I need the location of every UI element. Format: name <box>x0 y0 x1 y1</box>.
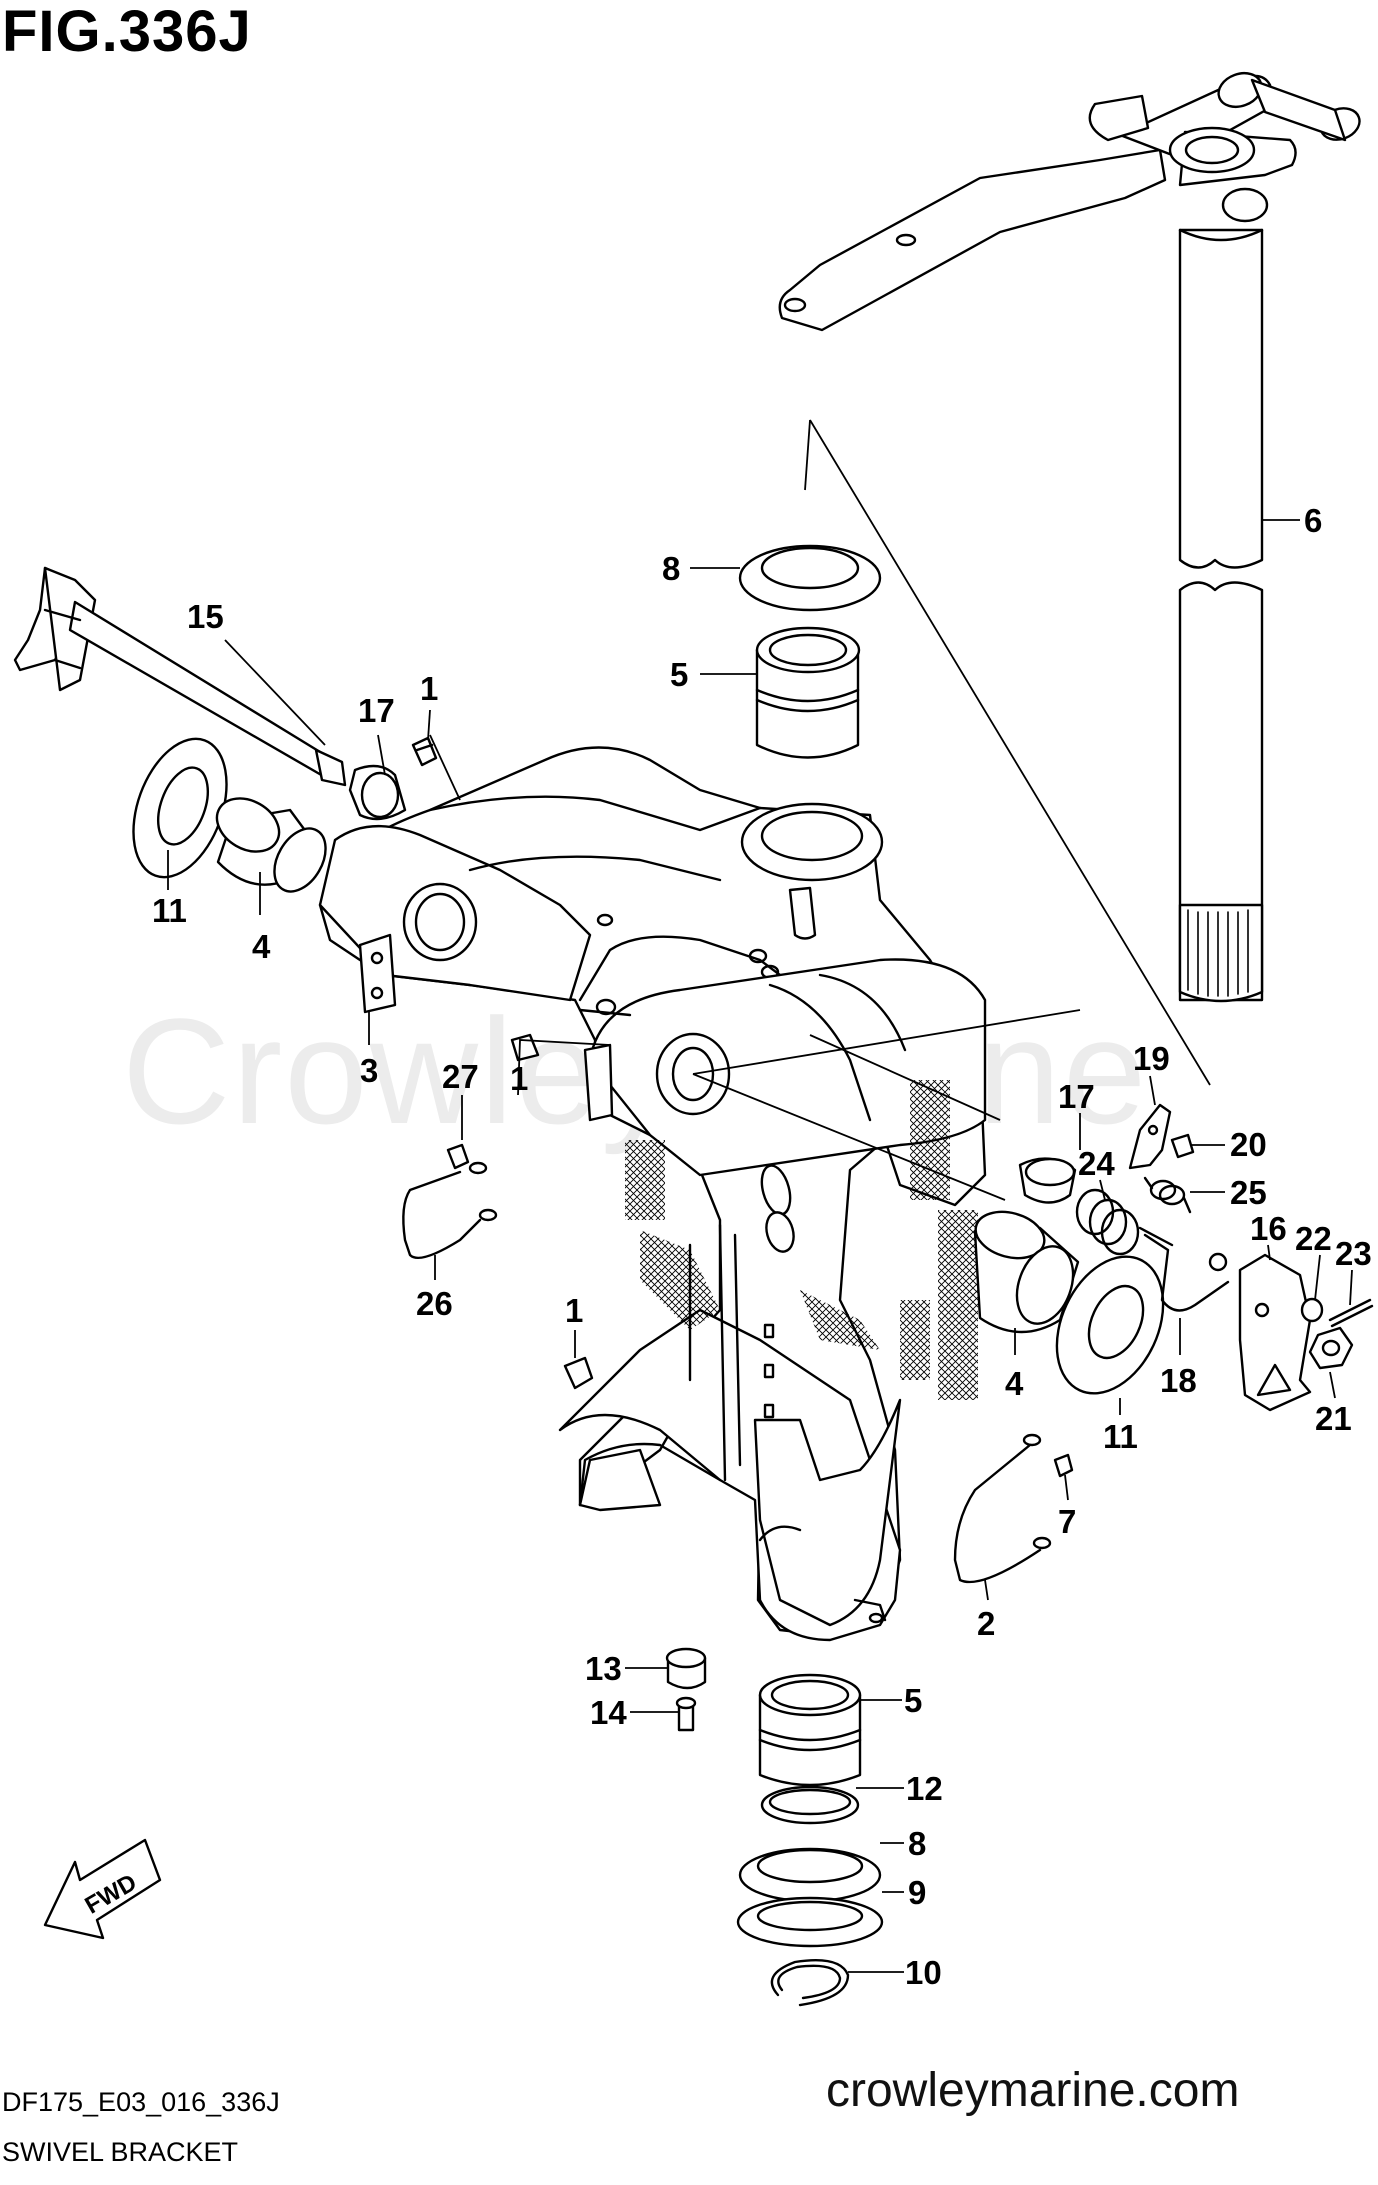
ground-lead-26 <box>402 1161 498 1260</box>
grease-nipple <box>510 1033 540 1062</box>
callout-1: 1 <box>565 1292 583 1329</box>
callout-18: 18 <box>1160 1362 1197 1399</box>
callout-26: 26 <box>416 1285 453 1322</box>
plate-19 <box>1128 1103 1172 1170</box>
washer-9 <box>736 1896 884 1948</box>
thrust-washer-bottom <box>738 1847 882 1903</box>
callout-labels: 1 1 1 2 3 4 4 5 5 6 7 8 8 9 10 11 11 12 … <box>152 502 1372 1991</box>
figure-title: FIG.336J <box>2 0 252 64</box>
ground-lead-2 <box>953 1433 1052 1584</box>
nut-21 <box>1308 1326 1354 1370</box>
bushing-left <box>215 797 327 893</box>
spring-24 <box>1075 1188 1140 1256</box>
bushing-top <box>755 626 861 759</box>
hatch-area <box>900 1300 930 1380</box>
screw-27 <box>446 1143 470 1170</box>
callout-20: 20 <box>1230 1126 1267 1163</box>
hatch-area <box>910 1080 950 1200</box>
callout-leaders <box>167 519 1353 1973</box>
bushing-right <box>973 1210 1080 1334</box>
callout-12: 12 <box>906 1770 943 1807</box>
callout-1: 1 <box>510 1060 528 1097</box>
website-label: crowleymarine.com <box>826 2064 1240 2117</box>
callout-19: 19 <box>1133 1040 1170 1077</box>
grease-nipple <box>411 736 438 767</box>
bolt-14 <box>675 1696 697 1732</box>
cotter-pin-23 <box>1328 1298 1374 1328</box>
callout-11: 11 <box>1103 1418 1138 1455</box>
callout-27: 27 <box>442 1058 479 1095</box>
steering-shaft-part <box>778 71 1361 1003</box>
callout-15: 15 <box>187 598 224 635</box>
callout-3: 3 <box>360 1052 378 1089</box>
screw-7 <box>1053 1453 1074 1478</box>
callout-5: 5 <box>670 656 688 693</box>
callout-4: 4 <box>1005 1365 1024 1402</box>
callout-23: 23 <box>1335 1235 1372 1272</box>
callout-8: 8 <box>908 1825 926 1862</box>
washer-left <box>132 737 228 879</box>
grease-nipple <box>563 1356 594 1390</box>
callout-2: 2 <box>977 1605 995 1642</box>
hatch-area <box>938 1210 978 1400</box>
hatch-area <box>625 1140 665 1220</box>
tilt-tube <box>13 566 347 787</box>
callout-4: 4 <box>252 928 271 965</box>
callout-24: 24 <box>1078 1145 1115 1182</box>
callout-25: 25 <box>1230 1174 1267 1211</box>
screw-20 <box>1170 1133 1195 1159</box>
washer-right <box>1055 1255 1165 1395</box>
callout-22: 22 <box>1295 1220 1332 1257</box>
callout-21: 21 <box>1315 1400 1352 1437</box>
plate-16 <box>1238 1253 1312 1412</box>
callout-17: 17 <box>1058 1078 1095 1115</box>
callout-7: 7 <box>1058 1503 1076 1540</box>
bushing-17-left <box>348 764 407 821</box>
callout-9: 9 <box>908 1874 926 1911</box>
callout-11: 11 <box>152 892 187 929</box>
callout-5: 5 <box>904 1682 922 1719</box>
circlip-10 <box>770 1958 850 2007</box>
hook-18 <box>1138 1226 1230 1312</box>
callout-17: 17 <box>358 692 395 729</box>
thrust-washer-top <box>738 544 882 612</box>
spring-25 <box>1143 1176 1192 1214</box>
figure-code: DF175_E03_016_336J <box>2 2087 280 2117</box>
callout-13: 13 <box>585 1650 622 1687</box>
fwd-arrow-icon: FWD <box>43 1838 162 1940</box>
swivel-bracket-body <box>318 746 987 1642</box>
callout-6: 6 <box>1304 502 1322 539</box>
ring-12 <box>760 1785 860 1825</box>
bushing-17-right <box>1018 1157 1077 1204</box>
bushing-bottom <box>758 1673 862 1787</box>
figure-caption: SWIVEL BRACKET <box>2 2137 239 2167</box>
callout-8: 8 <box>662 550 680 587</box>
cap-13 <box>665 1647 707 1690</box>
callout-14: 14 <box>590 1694 627 1731</box>
callout-16: 16 <box>1250 1210 1287 1247</box>
callout-10: 10 <box>905 1954 942 1991</box>
callout-1: 1 <box>420 670 438 707</box>
washer-22 <box>1300 1297 1324 1323</box>
